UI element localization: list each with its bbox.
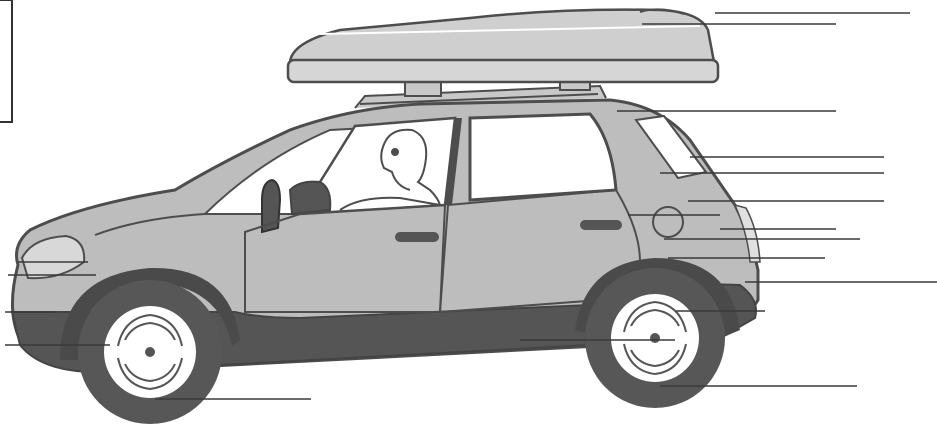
rear-door-handle (580, 220, 622, 230)
margin-bracket (0, 0, 12, 122)
seat (290, 182, 330, 214)
front-door-handle (395, 232, 439, 242)
front-wheel (78, 280, 222, 424)
roof-box (288, 9, 718, 82)
rear-wheel (585, 268, 725, 408)
rear-window (470, 114, 616, 200)
